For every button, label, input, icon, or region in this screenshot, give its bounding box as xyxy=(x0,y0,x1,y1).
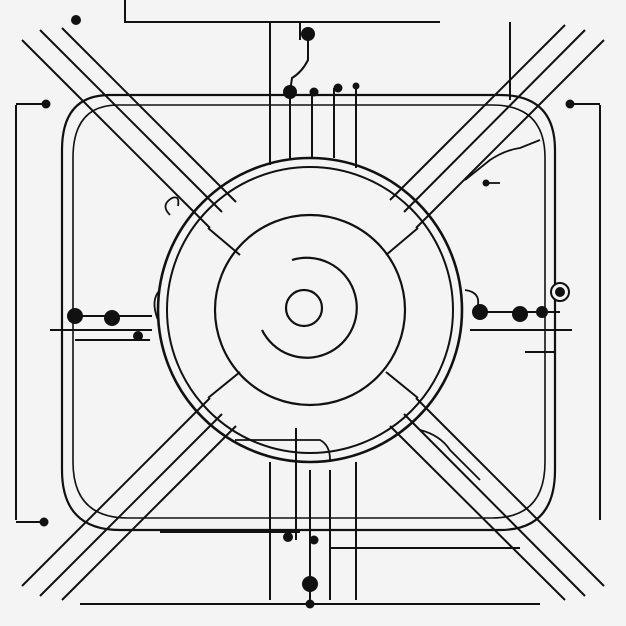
node-bottom-large xyxy=(302,576,318,592)
squiggle-traces xyxy=(154,140,540,480)
node-right-large xyxy=(472,304,488,320)
diagonal-traces xyxy=(22,25,604,600)
central-rings xyxy=(158,158,462,462)
node-left-large xyxy=(67,308,83,324)
node-top-left xyxy=(71,15,81,25)
node-top-center xyxy=(301,27,315,41)
hollow-nodes xyxy=(551,283,569,301)
